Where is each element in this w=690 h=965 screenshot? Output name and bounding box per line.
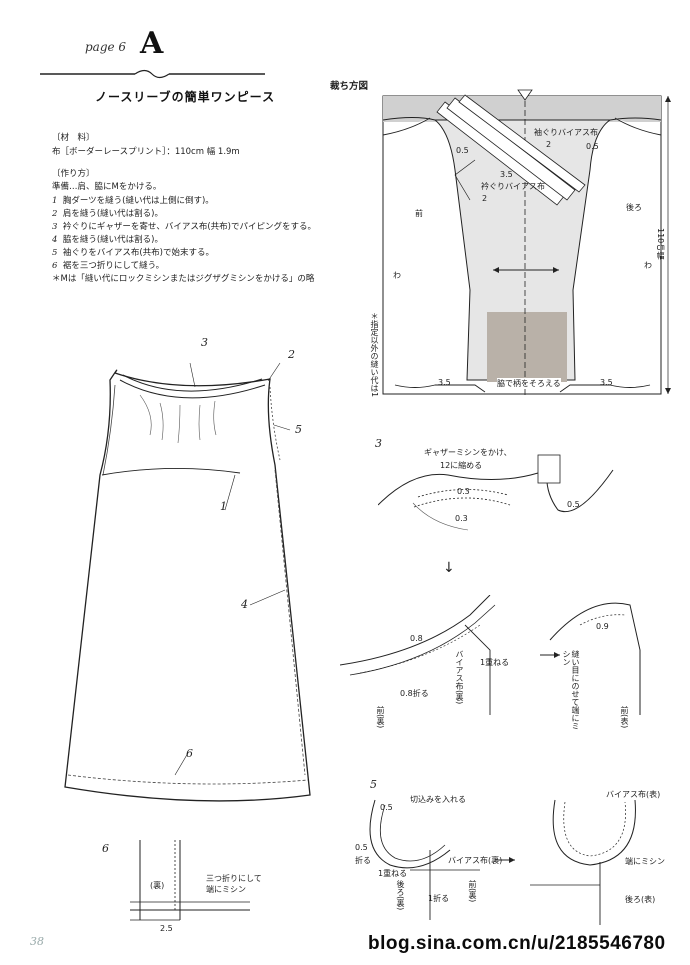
step-number: 4 [52, 235, 58, 245]
hem-fold-instruction: 三つ折りにして [206, 874, 262, 883]
step-number: 1 [52, 196, 58, 206]
fabric-width-label: 110㎝幅 [656, 228, 665, 260]
armhole-binding-diagram [369, 799, 636, 925]
seam-margin-35: 3.5 [500, 170, 513, 179]
materials-fabric: 布［ボーダーレースプリント］：110cm 幅 1.9m [52, 147, 240, 157]
diagram-5-number: 5 [370, 778, 377, 791]
step-text: 胸ダーツを縫う(縫い代は上側に倒す)。 [62, 196, 214, 206]
hem-allowance-left: 3.5 [438, 378, 451, 387]
method-heading: 〔作り方〕 [52, 169, 95, 179]
armhole-back-wrong: 後ろ(裏) [396, 880, 405, 911]
step-text: 肩を縫う(縫い代は割る)。 [62, 209, 163, 219]
diagram-3-number: 3 [375, 437, 382, 450]
dress-label-3: 3 [201, 336, 208, 349]
blog-watermark: blog.sina.com.cn/u/2185546780 [368, 933, 666, 954]
step-number: 5 [52, 248, 58, 258]
neckline-gather-diagram [378, 454, 614, 531]
step-number: 3 [52, 222, 58, 232]
bias-neck-label: 衿ぐりバイアス布 [481, 182, 545, 191]
armhole-bias-right: バイアス布(表) [606, 790, 661, 799]
bias-margin-05: 0.5 [567, 500, 580, 509]
armhole-fold-1: 1折る [428, 894, 450, 903]
cutting-layout-title: 裁ち方図 [330, 81, 369, 92]
dress-illustration [64, 362, 311, 802]
step-number: 2 [52, 209, 58, 219]
diagram-6-number: 6 [102, 842, 109, 855]
dress-label-1: 1 [220, 500, 227, 513]
hem-fold-diagram [130, 840, 250, 921]
fold-mark-right: わ [644, 261, 652, 270]
method-step: 4 脇を縫う(縫い代は割る)。 [52, 234, 316, 247]
armhole-back-right: 後ろ(表) [625, 895, 656, 904]
method-steps: 1 胸ダーツを縫う(縫い代は上側に倒す)。 2 肩を縫う(縫い代は割る)。 3 … [52, 195, 316, 286]
bias-arm-label: 袖ぐりバイアス布 [534, 128, 598, 137]
gather-margin-a: 0.3 [457, 487, 470, 496]
armhole-fold-label: 折る [355, 856, 371, 865]
notch-instruction: 切込みを入れる [410, 795, 466, 804]
binding-margin-09: 0.9 [596, 622, 609, 631]
gather-length: 12に縮める [440, 461, 483, 470]
materials-heading: 〔材 料〕 [52, 133, 95, 143]
gather-margin-b: 0.3 [455, 514, 468, 523]
step-text: 脇を縫う(縫い代は割る)。 [62, 235, 163, 245]
front-wrong-label: 前(裏) [376, 706, 385, 729]
method-step: 1 胸ダーツを縫う(縫い代は上側に倒す)。 [52, 195, 316, 208]
armhole-margin-a: 0.5 [380, 803, 393, 812]
back-piece-label: 後ろ [626, 203, 642, 212]
step-text: 裾を三つ折りにして縫う。 [62, 261, 165, 271]
hem-width-25: 2.5 [160, 924, 173, 933]
seam-margin-05-left: 0.5 [456, 146, 469, 155]
hem-allowance-right: 3.5 [600, 378, 613, 387]
step-number: 6 [52, 261, 58, 271]
dress-label-4: 4 [241, 598, 248, 611]
down-arrow-icon: ↓ [443, 560, 455, 576]
armhole-edge-stitch: 端にミシン [625, 857, 665, 866]
bias-neck-count: 2 [482, 194, 488, 203]
step-text: 袖ぐりをバイアス布(共布)で始末する。 [62, 248, 214, 258]
hem-wrong-side: (裏) [150, 881, 165, 890]
cutting-layout-diagram [382, 89, 671, 398]
seam-margin-05-right: 0.5 [586, 142, 599, 151]
method-note: ＊Mは「縫い代にロックミシンまたはジグザグミシンをかける」の略 [52, 274, 315, 284]
hem-stitch-instruction: 端にミシン [206, 885, 246, 894]
front-right-side-label: 前(表) [620, 706, 629, 729]
page-title: ノースリーブの簡単ワンピース [95, 90, 276, 104]
bias-arm-count: 2 [546, 140, 552, 149]
title-ornament-rule [40, 69, 265, 79]
overlap-1-label: 1重ねる [480, 658, 510, 667]
binding-margin-08: 0.8 [410, 634, 423, 643]
armhole-bias-wrong: バイアス布(裏) [448, 856, 503, 865]
armhole-overlap-1: 1重ねる [378, 869, 408, 878]
fold-mark-left: わ [393, 271, 401, 280]
pattern-letter: A [140, 26, 164, 61]
method-step: 6 裾を三つ折りにして縫う。 [52, 260, 316, 273]
dress-label-6: 6 [186, 747, 193, 760]
fold-08-label: 0.8折る [400, 689, 429, 698]
front-piece-label: 前 [415, 209, 423, 218]
method-prep: 準備…肩、脇にMをかける。 [52, 182, 162, 192]
gather-instruction: ギャザーミシンをかけ、 [424, 448, 512, 457]
stitch-on-seam-label: 縫い目にのせて端にミシン [562, 650, 580, 730]
armhole-margin-b: 0.5 [355, 843, 368, 852]
dress-label-2: 2 [288, 348, 295, 361]
page-reference: page 6 [85, 40, 127, 54]
dress-label-5: 5 [295, 423, 302, 436]
method-step: 5 袖ぐりをバイアス布(共布)で始末する。 [52, 247, 316, 260]
method-step: 2 肩を縫う(縫い代は割る)。 [52, 208, 316, 221]
seam-allowance-note: ＊指定以外の縫い代は1 [370, 312, 379, 398]
step-text: 衿ぐりにギャザーを寄せ、バイアス布(共布)でパイピングをする。 [62, 222, 316, 232]
hem-pattern-note: 脇で柄をそろえる [497, 378, 561, 389]
method-step: 3 衿ぐりにギャザーを寄せ、バイアス布(共布)でパイピングをする。 [52, 221, 316, 234]
page-folio: 38 [30, 935, 44, 948]
neck-binding-diagram [340, 595, 641, 715]
bias-wrong-side-label: バイアス布(裏) [455, 650, 464, 705]
armhole-front-wrong: 前(裏) [468, 880, 477, 903]
